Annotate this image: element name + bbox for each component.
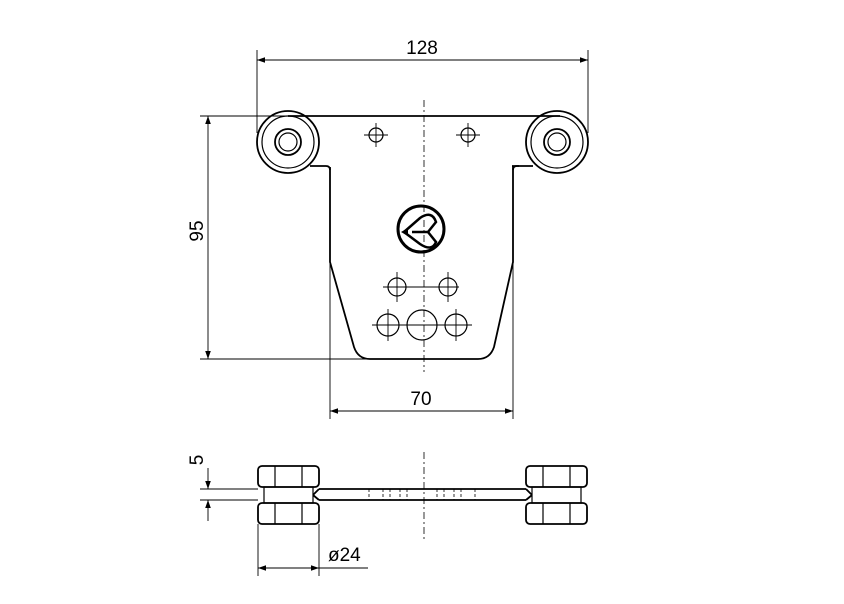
right-roller-top: [525, 110, 589, 174]
plate-side: [319, 488, 526, 501]
top-hole-right: [456, 123, 480, 147]
top-hole-left: [364, 123, 388, 147]
bottom-hole-left: [372, 309, 472, 341]
top-view: 128 95 70: [187, 38, 589, 419]
middle-hole-right: [438, 272, 458, 302]
dimension-width-bottom: 70: [329, 262, 514, 419]
middle-hole-left: [383, 272, 459, 302]
right-roller-side: [525, 465, 588, 525]
dimension-label-128: 128: [406, 38, 438, 59]
bottom-hole-right: [444, 309, 468, 341]
dimension-thickness: 5: [187, 455, 258, 521]
dimension-label-95: 95: [187, 220, 208, 241]
dimension-label-5: 5: [187, 455, 208, 466]
left-roller-side: [257, 465, 320, 525]
dimension-label-diameter: ø24: [328, 545, 361, 566]
dimension-height-left: 95: [187, 115, 370, 360]
plate-left-shoulder: [310, 165, 331, 171]
dimension-width-top: 128: [256, 38, 589, 133]
plate-outline: [288, 115, 560, 360]
side-view: 5 ø24: [187, 452, 588, 576]
dimension-label-70: 70: [410, 389, 431, 410]
bottom-hole-center: [406, 309, 438, 341]
left-roller-top: [256, 110, 320, 174]
manufacturer-logo-icon: [396, 204, 446, 254]
plate-right-shoulder: [512, 165, 533, 171]
dimension-roller-diameter: ø24: [257, 524, 368, 576]
hidden-hole-lines: [368, 489, 476, 500]
